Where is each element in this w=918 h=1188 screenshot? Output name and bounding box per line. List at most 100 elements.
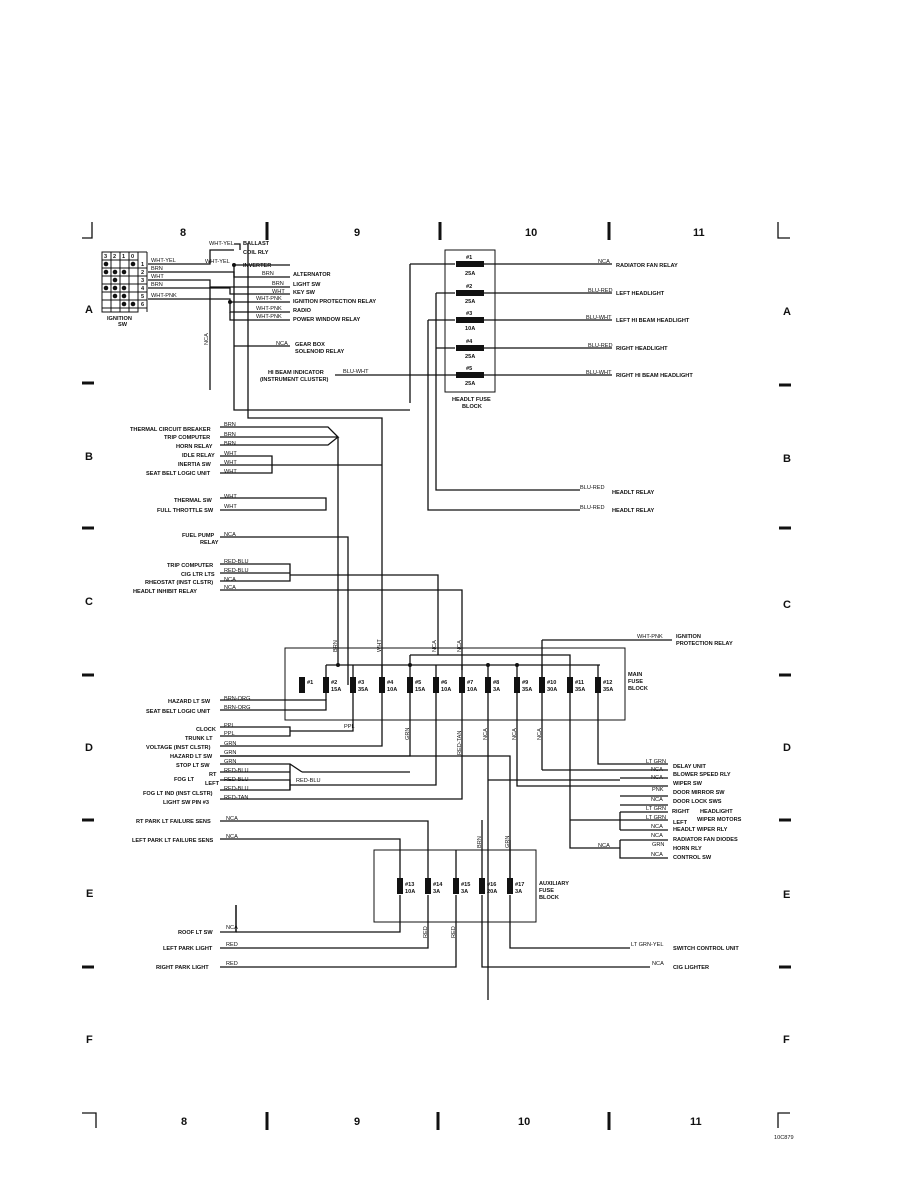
main-vertical-nca-1: NCA bbox=[432, 640, 438, 652]
col-label-8-bottom: 8 bbox=[181, 1116, 187, 1128]
aux-fuse-13-num: #13 bbox=[405, 882, 414, 888]
label-radiator-fan-relay: RADIATOR FAN RELAY bbox=[616, 263, 678, 269]
label-inverter: INVERTER bbox=[243, 263, 271, 269]
main-fuse-3-amp: 35A bbox=[358, 687, 368, 693]
wire-power-window: WHT-PNK bbox=[256, 314, 282, 320]
wire-light-sw: BRN bbox=[272, 281, 284, 287]
label-right-hi-beam: RIGHT HI BEAM HEADLIGHT bbox=[616, 373, 693, 379]
label-fog-rt: RT bbox=[209, 772, 217, 778]
label-left-park-lt-failure: LEFT PARK LT FAILURE SENS bbox=[132, 838, 213, 844]
right-d-labels: LT GRN DELAY UNIT NCA BLOWER SPEED RLY N… bbox=[598, 759, 742, 861]
row-label-b-left: B bbox=[85, 451, 93, 463]
right-d-wiring bbox=[570, 769, 668, 859]
reference-code: 10C879 bbox=[774, 1135, 794, 1141]
wire-nca-vertical: NCA bbox=[204, 333, 210, 345]
ignition-label: IGNITION bbox=[107, 316, 132, 322]
aux-fuse-15-num: #15 bbox=[461, 882, 470, 888]
left-b-wiring bbox=[220, 426, 463, 685]
label-right-headlight: RIGHT HEADLIGHT bbox=[616, 346, 668, 352]
col-label-9-top: 9 bbox=[354, 227, 360, 239]
ign-header-2: 2 bbox=[113, 254, 116, 260]
label-blower-speed-rly: BLOWER SPEED RLY bbox=[673, 772, 731, 778]
col-label-10-top: 10 bbox=[525, 227, 537, 239]
aux-fuse-title-1: AUXILIARY bbox=[539, 881, 569, 887]
label-gear-box: GEAR BOX bbox=[295, 342, 325, 348]
wire-key-sw: WHT bbox=[272, 289, 285, 295]
wire-trip-computer-c: RED-BLU bbox=[224, 559, 249, 565]
wire-right-park-light: RED bbox=[226, 961, 238, 967]
col-label-11-bottom: 11 bbox=[690, 1116, 702, 1128]
left-e-wiring bbox=[220, 820, 650, 968]
main-fuse-title-1: MAIN bbox=[628, 672, 642, 678]
aux-fuse-14-num: #14 bbox=[433, 882, 443, 888]
label-radio: RADIO bbox=[293, 308, 312, 314]
main-fuse-11-amp: 35A bbox=[575, 687, 585, 693]
wire-thermal-sw: WHT bbox=[224, 494, 237, 500]
headlt-fuse-3-amp: 10A bbox=[465, 326, 475, 332]
label-headlt-wiper-rly: HEADLT WIPER RLY bbox=[673, 827, 728, 833]
aux-red-2: RED bbox=[451, 926, 457, 938]
wire-seat-belt-d: BRN-ORG bbox=[224, 705, 250, 711]
label-wiper-left: LEFT bbox=[673, 820, 688, 826]
label-hazard-lt-sw-2: HAZARD LT SW bbox=[170, 754, 213, 760]
label-ign-prot-1: IGNITION bbox=[676, 634, 701, 640]
label-trunk-lt: TRUNK LT bbox=[185, 736, 213, 742]
main-fuse-labels: #1 #2 15A #3 35A #4 10A #5 15A #6 10A #7… bbox=[307, 634, 733, 693]
headlt-fuse-4-num: #4 bbox=[466, 339, 473, 345]
wire-alternator: BRN bbox=[262, 271, 274, 277]
wire-delay-unit: LT GRN bbox=[646, 759, 666, 765]
wire-wiper-right: LT GRN bbox=[646, 806, 666, 812]
wire-fog-rt: RED-BLU bbox=[224, 768, 249, 774]
wire-full-throttle: WHT bbox=[224, 504, 237, 510]
label-stop-lt-sw: STOP LT SW bbox=[176, 763, 210, 769]
wire-light-sw-pin3: RED-TAN bbox=[224, 795, 248, 801]
headlt-fuse-block-subtitle: BLOCK bbox=[462, 404, 482, 410]
label-fuel-pump: FUEL PUMP bbox=[182, 533, 214, 539]
label-inertia-sw: INERTIA SW bbox=[178, 462, 211, 468]
row-label-f-right: F bbox=[783, 1034, 790, 1046]
label-headlt-relay-2: HEADLT RELAY bbox=[612, 508, 655, 514]
wire-hi-beam: BLU-WHT bbox=[343, 369, 369, 375]
row-dividers bbox=[82, 381, 791, 969]
label-voltage: VOLTAGE (INST CLSTR) bbox=[146, 745, 211, 751]
row-label-e-right: E bbox=[783, 889, 790, 901]
label-thermal-cb: THERMAL CIRCUIT BREAKER bbox=[130, 427, 211, 433]
wire-cig-ltr-lts: RED-BLU bbox=[224, 568, 249, 574]
headlt-fuse-5-num: #5 bbox=[466, 366, 472, 372]
wire-trunk-lt: PPL bbox=[224, 731, 235, 737]
headlt-wire-5: BLU-WHT bbox=[586, 370, 612, 376]
main-fuse-4-amp: 10A bbox=[387, 687, 397, 693]
corner-mark-bottom-right bbox=[777, 1112, 790, 1128]
headlt-wire-3: BLU-WHT bbox=[586, 315, 612, 321]
label-door-lock-sws: DOOR LOCK SWS bbox=[673, 799, 722, 805]
label-ballast: BALLAST bbox=[243, 241, 270, 247]
headlt-fuse-block-box bbox=[444, 249, 496, 393]
below-main-red-tan: RED-TAN bbox=[457, 731, 463, 755]
ignition-sublabel: SW bbox=[118, 322, 128, 328]
below-main-nca-1: NCA bbox=[483, 728, 489, 740]
wire-hazard-lt-sw-2: GRN bbox=[224, 750, 236, 756]
ign-wire-3: BRN bbox=[151, 282, 163, 288]
wire-red-blu-join: RED-BLU bbox=[296, 778, 321, 784]
ign-header-3: 3 bbox=[104, 254, 107, 260]
label-light-sw: LIGHT SW bbox=[293, 282, 321, 288]
label-radiator-fan-diodes: RADIATOR FAN DIODES bbox=[673, 837, 738, 843]
aux-fuse-16-amp: 20A bbox=[487, 889, 497, 895]
headlt-fuse-1-num: #1 bbox=[466, 255, 472, 261]
row-label-b-right: B bbox=[783, 453, 791, 465]
wire-radio: WHT-PNK bbox=[256, 306, 282, 312]
main-fuse-title-3: BLOCK bbox=[628, 686, 648, 692]
wire-cig-lighter: NCA bbox=[652, 961, 664, 967]
wire-trip-computer-b: BRN bbox=[224, 432, 236, 438]
aux-fuse-block: #13 10A #14 3A #15 3A #16 20A #17 3A AUX… bbox=[373, 849, 569, 923]
row-label-d-left: D bbox=[85, 742, 93, 754]
label-power-window-relay: POWER WINDOW RELAY bbox=[293, 317, 360, 323]
wire-ign-prot-relay-right: WHT-PNK bbox=[637, 634, 663, 640]
main-fuse-1-num: #1 bbox=[307, 680, 313, 686]
aux-vertical-grn: GRN bbox=[505, 836, 511, 848]
wire-stop-lt-sw: GRN bbox=[224, 759, 236, 765]
wire-switch-control: LT GRN-YEL bbox=[631, 942, 663, 948]
col-label-11-top: 11 bbox=[693, 227, 705, 239]
wire-ppl-join: PPL bbox=[344, 724, 355, 730]
wire-left-park-light: RED bbox=[226, 942, 238, 948]
